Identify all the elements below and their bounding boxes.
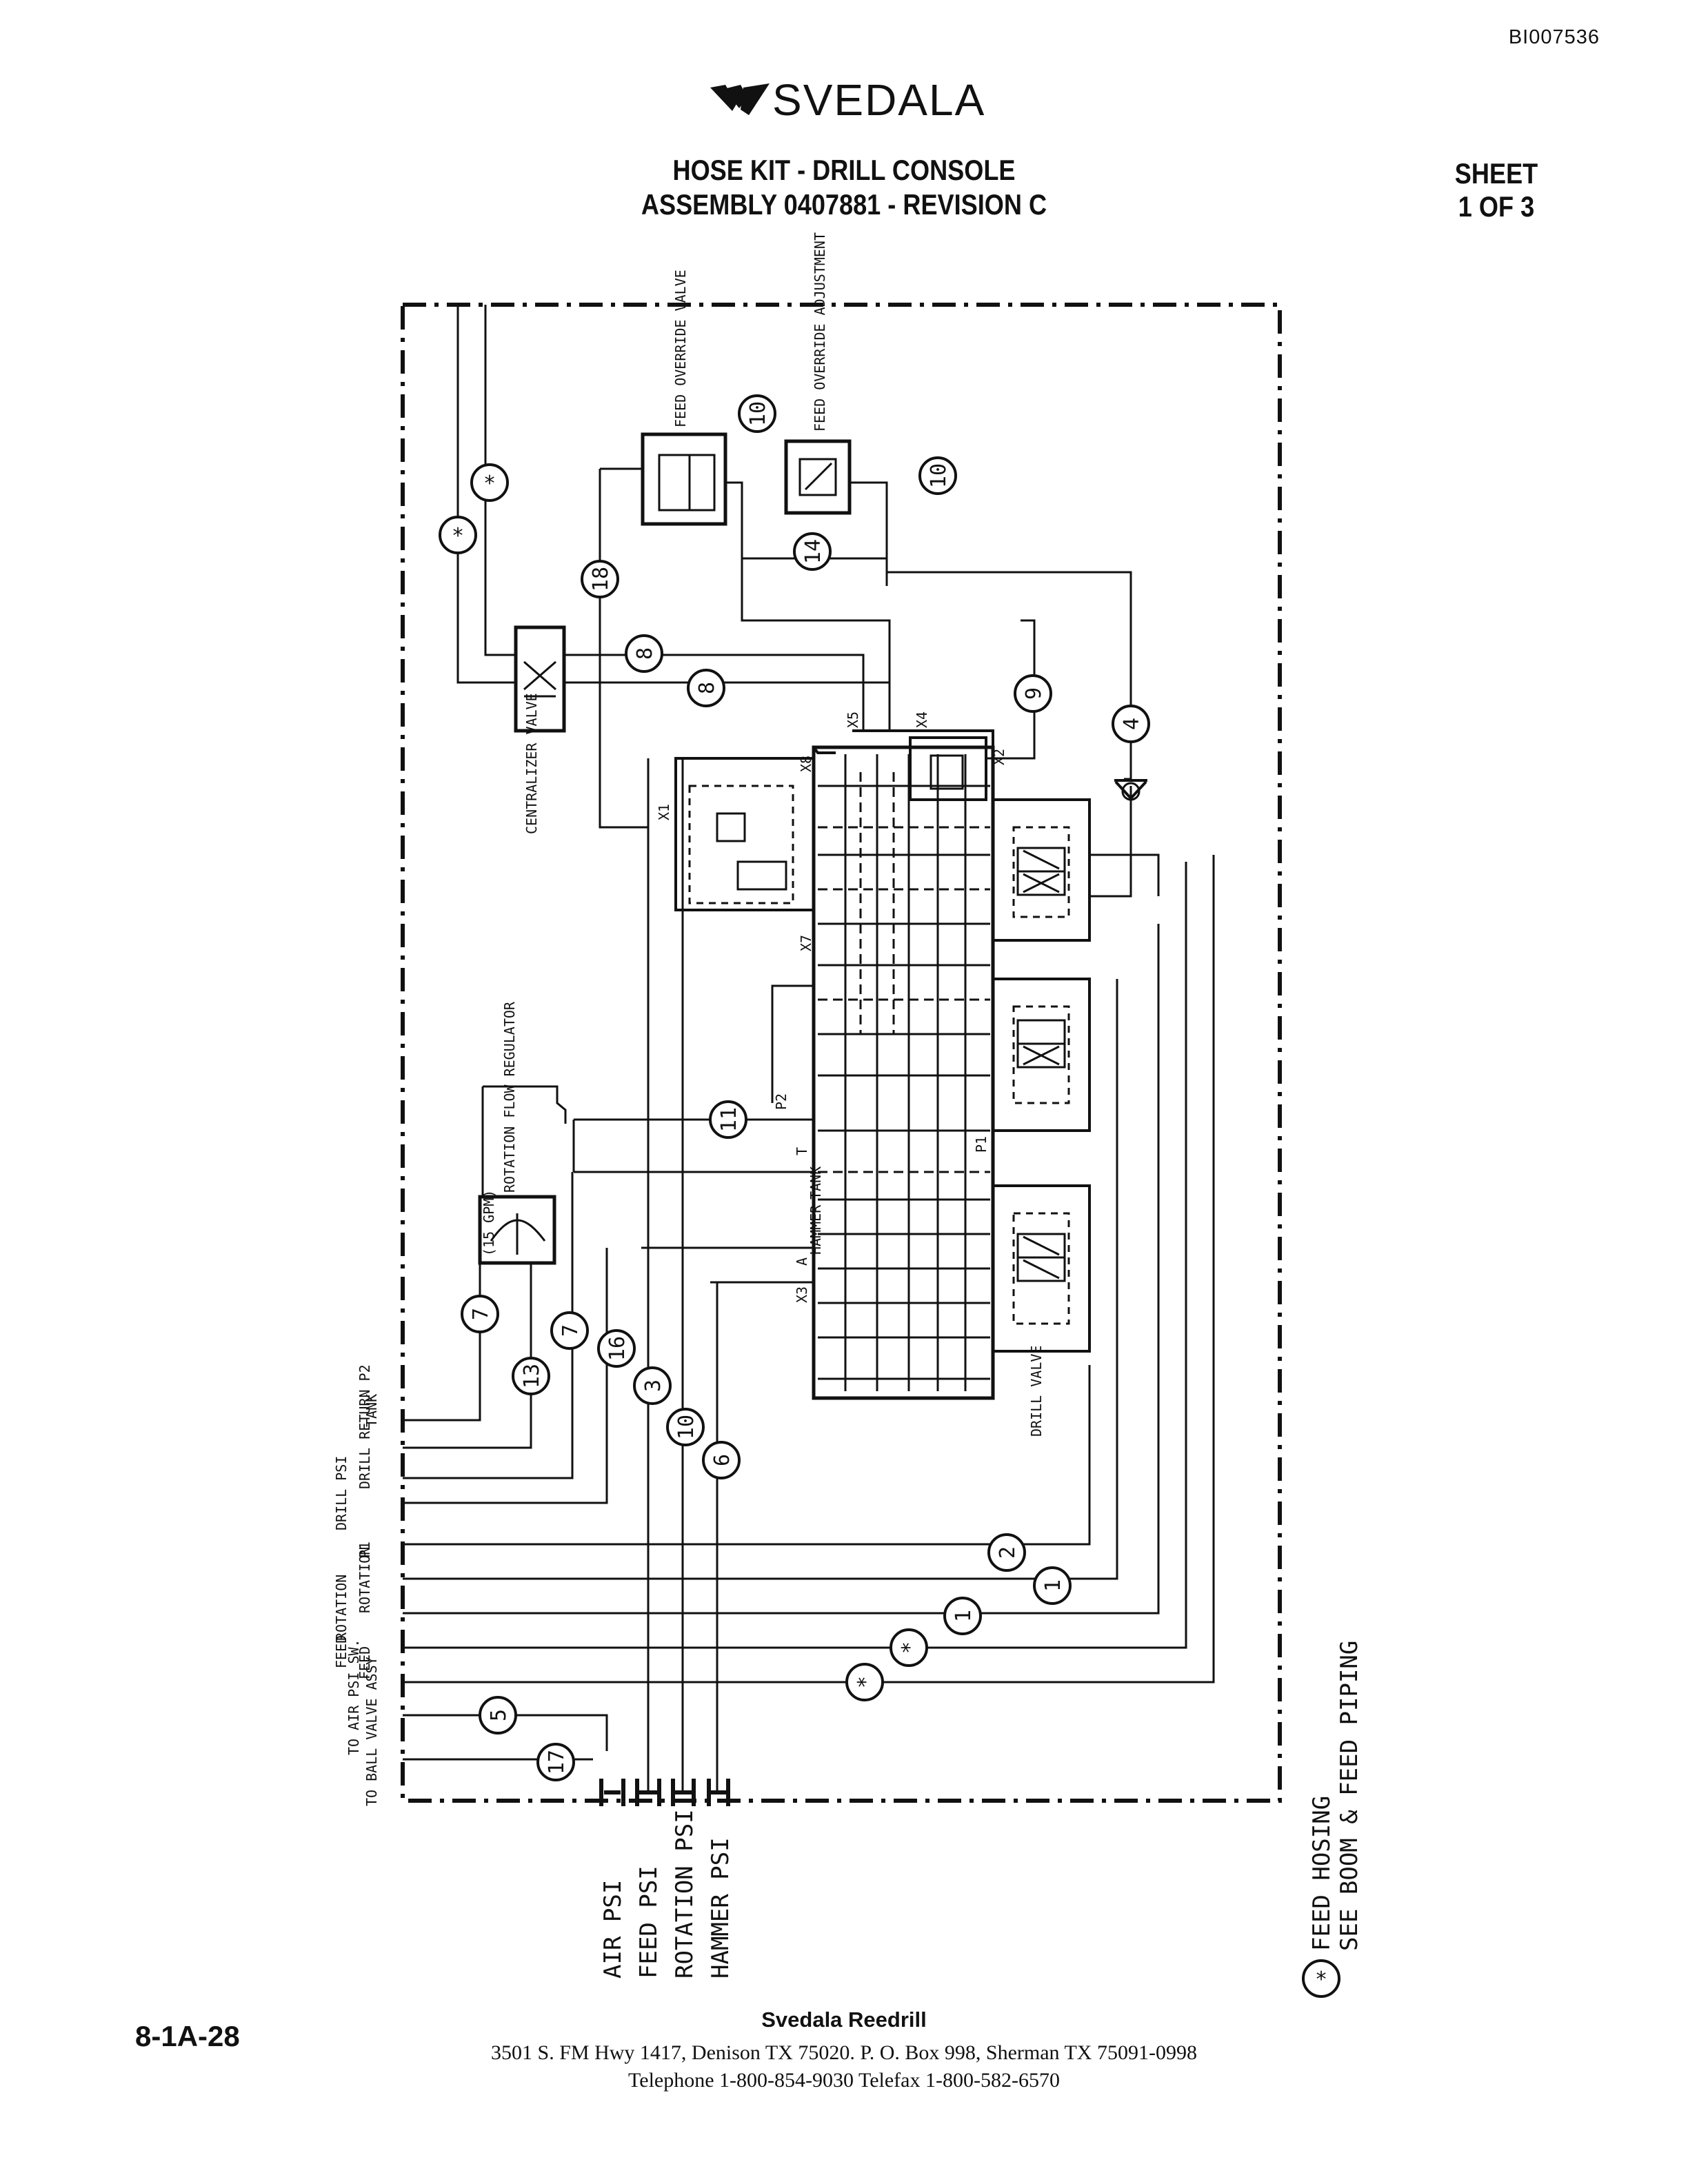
legend-line-1: FEED HOSING [1308, 1796, 1336, 1951]
hose-number: 3 [641, 1379, 665, 1392]
centralizer-valve-label: CENTRALIZER VALVE [523, 693, 540, 834]
hose-number: 18 [589, 567, 613, 592]
flow-rate-label: (15 GPM) [481, 1190, 497, 1256]
hose-number: 2 [996, 1546, 1020, 1559]
connection-label: DRILL PSI [333, 1456, 350, 1530]
port-x1: X1 [656, 804, 672, 820]
sheet-label: SHEET [1454, 157, 1538, 190]
hose-number: 9 [1022, 687, 1046, 700]
feed-override-adjustment-body [784, 439, 852, 515]
hose-number: 8 [633, 647, 657, 660]
hose-number: 14 [801, 539, 825, 564]
connection-label: FEED [333, 1635, 350, 1668]
gauge-label: AIR PSI [599, 1880, 627, 1979]
feed-override-valve-body [641, 432, 727, 526]
connection-label: ROTATION [333, 1575, 350, 1641]
sheet-indicator: SHEET 1 OF 3 [1455, 157, 1538, 223]
svedala-mark-icon [710, 83, 770, 115]
hose-number: 4 [1120, 718, 1144, 730]
gauge-label: HAMMER PSI [707, 1837, 734, 1979]
connection-label: TANK [363, 1394, 380, 1427]
hose-number: * [483, 472, 496, 496]
svedala-logo: SVEDALA [709, 74, 985, 125]
legend-symbol: * [1315, 1968, 1327, 1992]
feed-override-valve-label: FEED OVERRIDE VALVE [672, 270, 689, 427]
drill-valve-label: DRILL VALVE [1028, 1346, 1045, 1437]
port-p1: P1 [973, 1136, 989, 1153]
port-x7: X7 [798, 935, 814, 951]
hose-number: 7 [469, 1308, 493, 1320]
hose-number: 10 [674, 1415, 699, 1439]
hose-number: * [854, 1676, 878, 1688]
port-t: T [794, 1147, 810, 1155]
footer: Svedala Reedrill 3501 S. FM Hwy 1417, De… [0, 2008, 1688, 2094]
port-p2: P2 [773, 1093, 790, 1110]
footer-address: 3501 S. FM Hwy 1417, Denison TX 75020. P… [491, 2041, 1197, 2064]
connection-label: TO AIR PSI SW. [345, 1639, 362, 1755]
hose-number: 13 [520, 1364, 544, 1388]
hose-number: 1 [1041, 1579, 1065, 1592]
feed-override-adjustment-label: FEED OVERRIDE ADJUSTMENT [812, 232, 828, 432]
connection-label: ROTATION [356, 1547, 373, 1613]
port-a: A [794, 1257, 810, 1266]
hose-number: 10 [746, 401, 770, 426]
rotation-flow-regulator-label: ROTATION FLOW REGULATOR [501, 1001, 518, 1193]
hose-number: * [898, 1641, 922, 1654]
hose-number: 1 [952, 1610, 976, 1622]
hose-number: * [452, 524, 464, 548]
port-hammer: HAMMER [807, 1204, 824, 1255]
footer-phones: Telephone 1-800-854-9030 Telefax 1-800-5… [628, 2069, 1060, 2092]
port-x5: X5 [845, 711, 861, 728]
drill-valve-body [812, 745, 995, 1400]
hose-number: 5 [487, 1709, 511, 1721]
connection-label: TO BALL VALVE ASSY [363, 1657, 380, 1806]
gauge-label: ROTATION PSI [671, 1809, 699, 1979]
hose-number: 7 [559, 1324, 583, 1337]
brand-name: SVEDALA [772, 75, 986, 125]
document-id: BI007536 [1508, 26, 1600, 48]
footer-company: Svedala Reedrill [761, 2008, 927, 2032]
connection-label: FEED [356, 1646, 373, 1679]
hose-number: 17 [545, 1750, 569, 1775]
hose-number: 8 [695, 682, 719, 694]
hose-number: 6 [710, 1454, 734, 1466]
connection-label: P1 [356, 1541, 373, 1558]
port-tank: TANK [807, 1166, 824, 1200]
connection-label: DRILL RETURN P2 [356, 1364, 373, 1489]
port-x2: X2 [991, 749, 1007, 765]
document-title: HOSE KIT - DRILL CONSOLE ASSEMBLY 040788… [0, 153, 1688, 222]
hose-number: 11 [717, 1107, 741, 1132]
sheet-of: 1 OF 3 [1458, 190, 1535, 223]
console-boundary [401, 303, 1282, 1803]
port-x8: X8 [798, 756, 814, 772]
page-number: 8-1A-28 [135, 2020, 240, 2052]
port-x4: X4 [914, 711, 930, 728]
hose-number: 16 [605, 1336, 630, 1361]
title-line-2: ASSEMBLY 0407881 - REVISION C [641, 188, 1047, 221]
port-x3: X3 [794, 1286, 810, 1303]
centralizer-valve-body [514, 625, 566, 733]
legend-line-2: SEE BOOM & FEED PIPING [1336, 1641, 1363, 1951]
hose-number: 10 [927, 463, 951, 488]
gauge-label: FEED PSI [635, 1866, 663, 1979]
title-line-1: HOSE KIT - DRILL CONSOLE [672, 154, 1016, 186]
